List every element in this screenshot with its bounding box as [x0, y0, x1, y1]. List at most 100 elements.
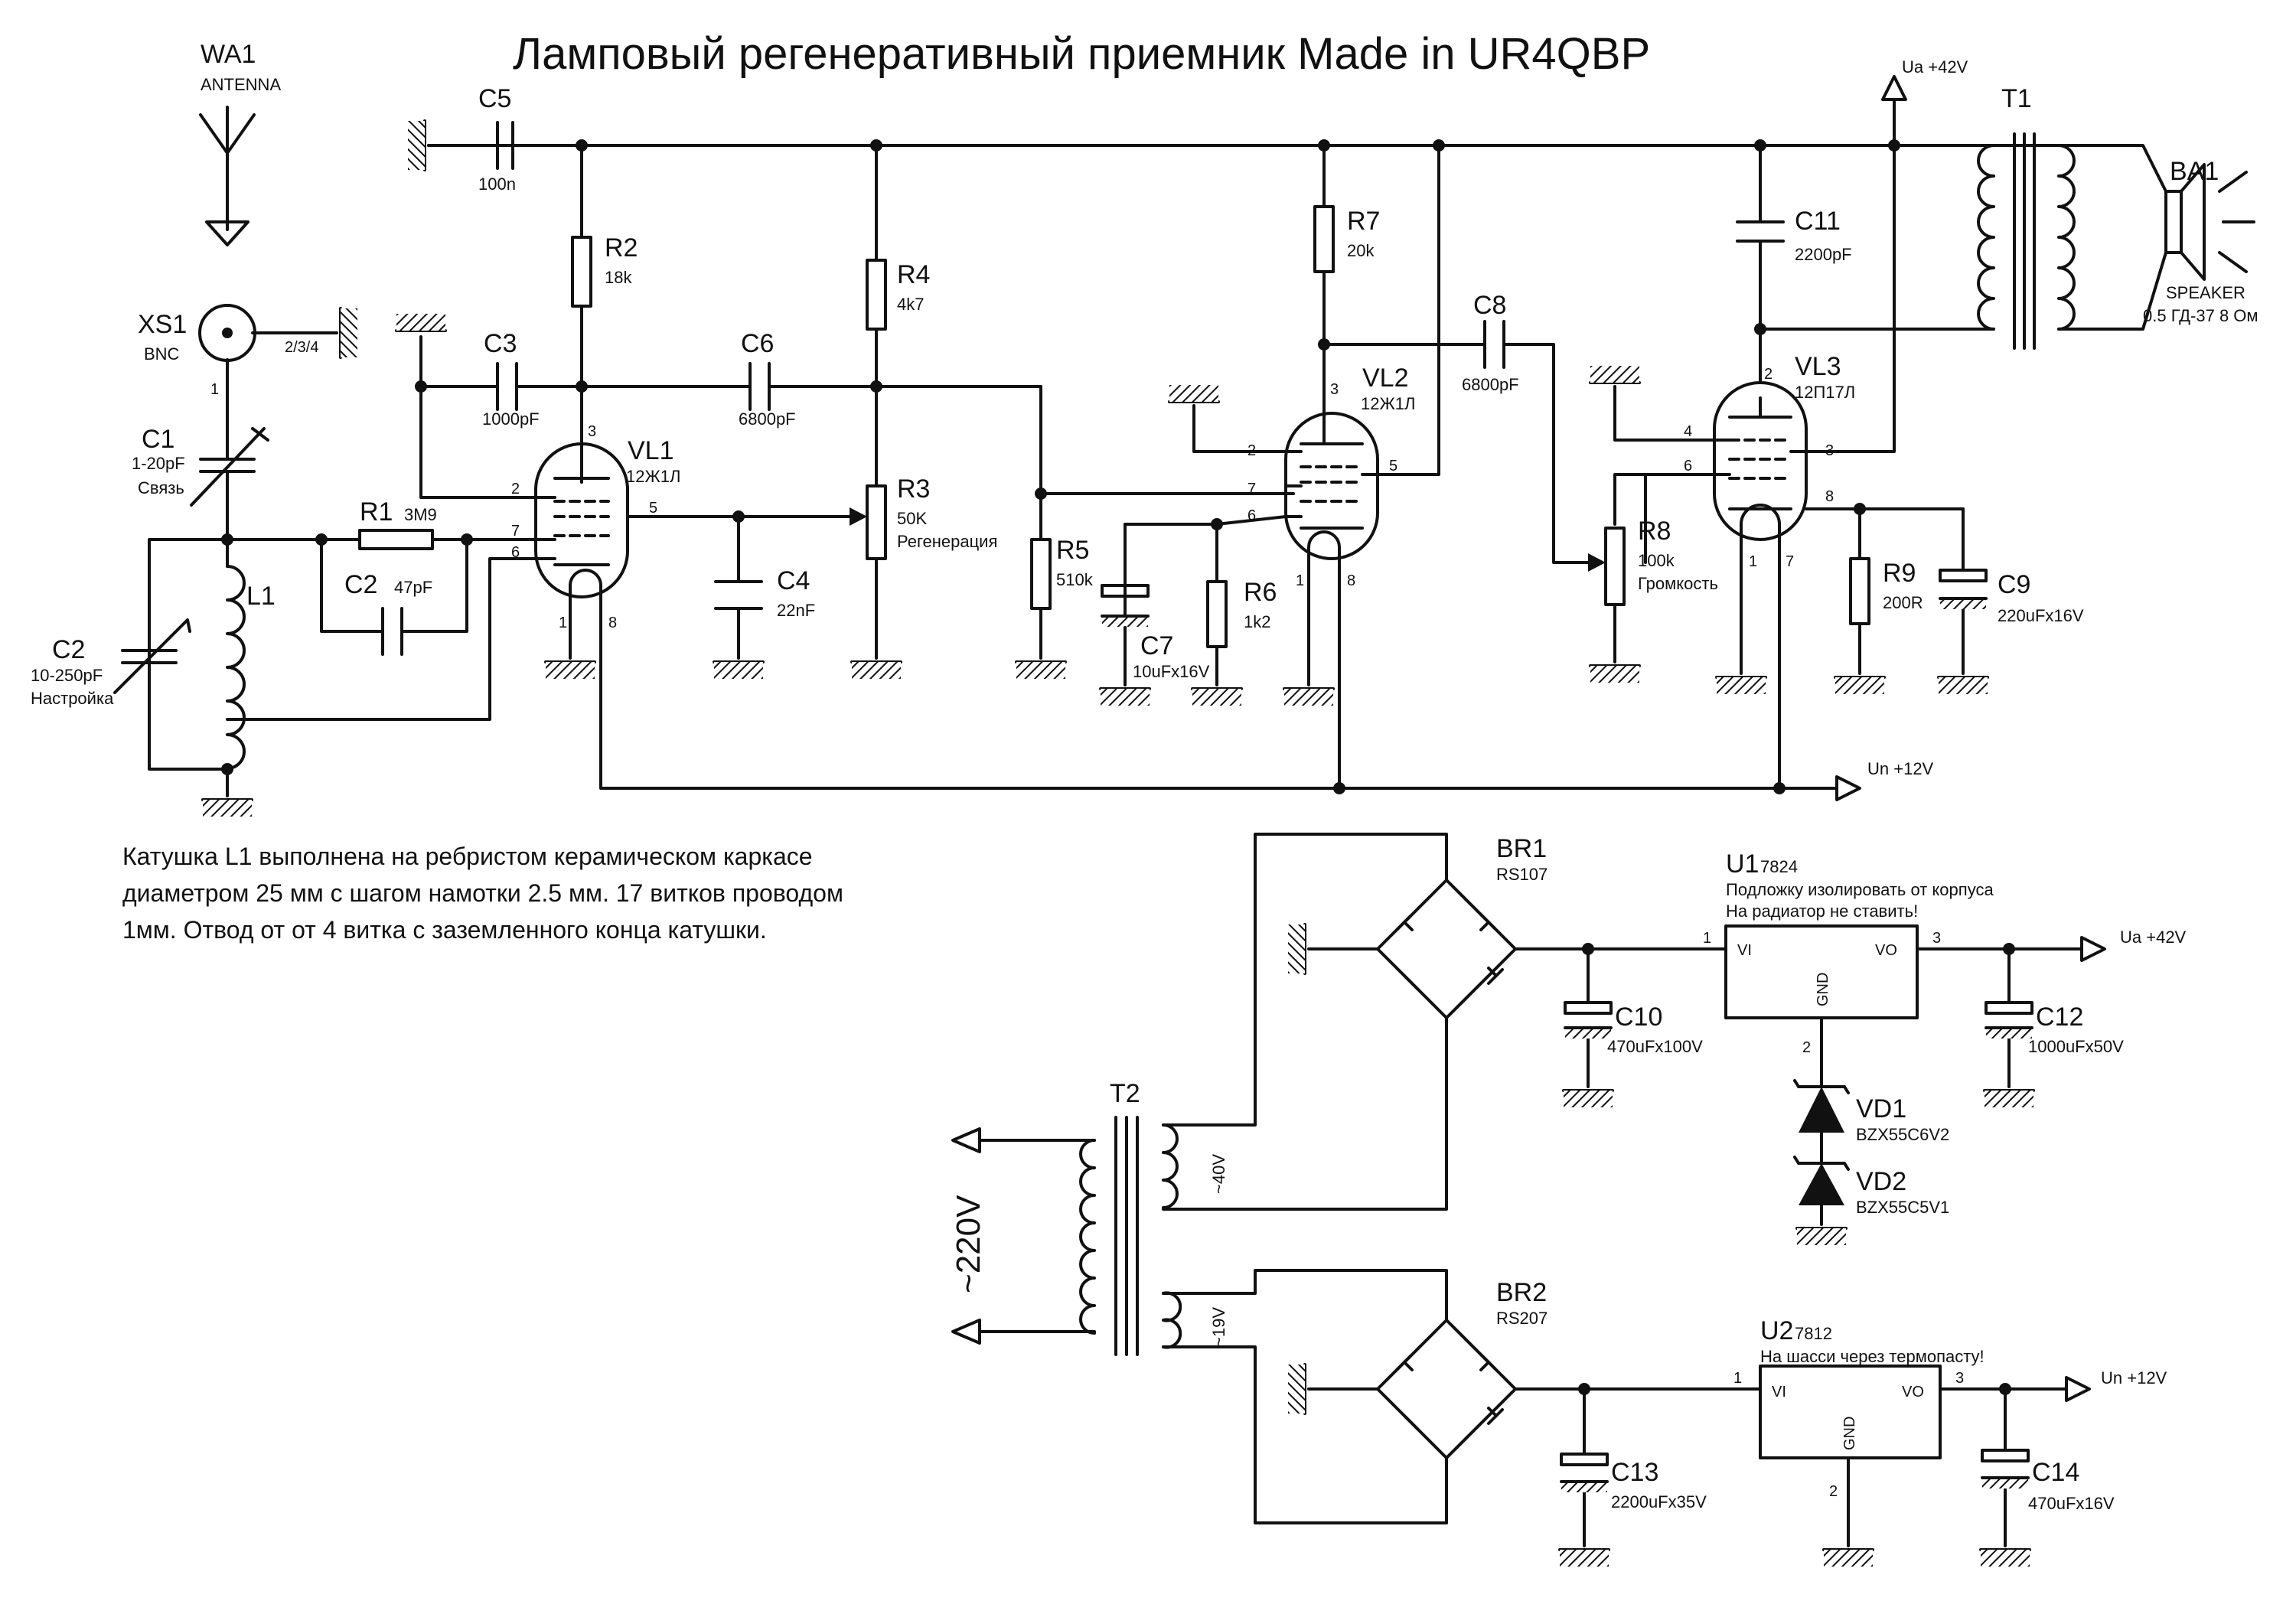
- resistor-r7: R7 20k: [1313, 205, 1380, 273]
- svg-text:20k: 20k: [1347, 241, 1375, 260]
- potentiometer-r8: R8 100k Громкость: [1588, 517, 1718, 606]
- svg-text:1k2: 1k2: [1244, 612, 1270, 631]
- svg-text:U2: U2: [1760, 1316, 1793, 1345]
- svg-text:220uFx16V: 220uFx16V: [1998, 606, 2084, 625]
- capacitor-c11: C11 2200pF: [1736, 207, 1852, 264]
- resistor-r9: R9 200R: [1849, 557, 1923, 625]
- regulator-u1: U1 7824 Подложку изолировать от корпуса …: [1703, 849, 1994, 1056]
- svg-text:1000uFx50V: 1000uFx50V: [2028, 1037, 2124, 1056]
- svg-text:7812: 7812: [1795, 1324, 1832, 1343]
- svg-text:3M9: 3M9: [404, 505, 437, 524]
- svg-text:L1: L1: [246, 582, 276, 611]
- svg-text:C14: C14: [2032, 1458, 2079, 1487]
- svg-text:5: 5: [649, 500, 657, 517]
- svg-text:7: 7: [1247, 481, 1256, 497]
- coil-note: Катушка L1 выполнена на ребристом керами…: [122, 843, 843, 944]
- svg-text:BZX55C6V2: BZX55C6V2: [1856, 1125, 1949, 1144]
- svg-text:R4: R4: [897, 260, 930, 289]
- potentiometer-r3: R3 50K Регенерация: [850, 474, 997, 560]
- svg-text:~19V: ~19V: [1209, 1307, 1228, 1347]
- svg-text:Катушка L1 выполнена на ребрис: Катушка L1 выполнена на ребристом керами…: [122, 843, 813, 870]
- svg-text:XS1: XS1: [138, 310, 187, 339]
- capacitor-c5: C5 100n: [406, 84, 516, 194]
- svg-text:R9: R9: [1883, 559, 1916, 588]
- svg-text:3: 3: [1955, 1370, 1964, 1387]
- svg-text:18k: 18k: [605, 268, 632, 287]
- transformer-t2: T2 ~220V ~40V ~19V: [950, 1079, 1228, 1356]
- rail-un-top: Un +12V: [1835, 759, 1934, 801]
- svg-text:VI: VI: [1772, 1384, 1786, 1400]
- svg-text:2200pF: 2200pF: [1795, 245, 1852, 264]
- svg-text:1-20pF: 1-20pF: [132, 454, 185, 473]
- svg-text:C8: C8: [1473, 291, 1506, 320]
- svg-text:R3: R3: [897, 474, 930, 504]
- rail-ua-psu: Ua +42V: [2080, 928, 2187, 962]
- capacitor-c13: C13 2200uFx35V: [1560, 1453, 1707, 1511]
- resistor-r1: R1 3M9: [358, 497, 437, 550]
- svg-text:10uFx16V: 10uFx16V: [1133, 662, 1210, 681]
- svg-text:1: 1: [1703, 930, 1711, 947]
- svg-text:3: 3: [1330, 381, 1339, 398]
- svg-text:100n: 100n: [478, 174, 516, 194]
- svg-text:10-250pF: 10-250pF: [31, 666, 103, 685]
- svg-text:3: 3: [588, 423, 596, 440]
- svg-text:4: 4: [1684, 423, 1692, 440]
- svg-text:100k: 100k: [1638, 551, 1675, 570]
- svg-text:6800pF: 6800pF: [739, 409, 796, 429]
- svg-text:C12: C12: [2036, 1003, 2083, 1032]
- svg-text:ANTENNA: ANTENNA: [201, 75, 281, 94]
- svg-text:Ua +42V: Ua +42V: [2120, 928, 2187, 947]
- svg-text:BZX55C5V1: BZX55C5V1: [1856, 1198, 1949, 1217]
- svg-text:2: 2: [1802, 1039, 1811, 1056]
- svg-text:1: 1: [559, 615, 567, 631]
- antenna-wa1: WA1 ANTENNA: [201, 40, 281, 246]
- svg-text:C2: C2: [344, 570, 377, 599]
- capacitor-c1: C1 1-20pF Связь: [132, 423, 269, 507]
- svg-text:~40V: ~40V: [1209, 1154, 1228, 1194]
- svg-text:22nF: 22nF: [777, 601, 815, 620]
- svg-text:C9: C9: [1998, 570, 2030, 599]
- svg-text:R2: R2: [605, 233, 638, 262]
- svg-text:Ua +42V: Ua +42V: [1902, 57, 1968, 77]
- capacitor-c6: C6 6800pF: [739, 329, 796, 429]
- capacitor-c14: C14 470uFx16V: [1981, 1449, 2115, 1513]
- svg-text:4k7: 4k7: [897, 295, 924, 314]
- svg-text:~220V: ~220V: [950, 1195, 987, 1293]
- svg-text:C11: C11: [1795, 207, 1841, 236]
- wiring-power: [978, 833, 2083, 1547]
- rail-un-psu: Un +12V: [2065, 1368, 2167, 1402]
- svg-text:2/3/4: 2/3/4: [285, 339, 318, 356]
- capacitor-c7: C7 10uFx16V: [1101, 523, 1210, 686]
- speaker-ba1: BA1 SPEAKER 0.5 ГД-37 8 Ом: [2143, 157, 2258, 325]
- svg-text:VL2: VL2: [1362, 364, 1409, 393]
- resistor-r2: R2 18k: [571, 233, 638, 308]
- svg-text:8: 8: [1347, 572, 1355, 589]
- svg-text:C4: C4: [777, 566, 810, 595]
- svg-text:Настройка: Настройка: [31, 689, 114, 708]
- tube-vl1: VL1 12Ж1Л 2 3 7 6 5 1 8: [511, 423, 680, 631]
- svg-text:VD2: VD2: [1856, 1167, 1906, 1196]
- resistor-r5: R5 510k: [1030, 536, 1094, 610]
- svg-text:8: 8: [1825, 488, 1834, 505]
- capacitor-c3: C3 1000pF: [395, 312, 540, 429]
- svg-text:C10: C10: [1615, 1003, 1662, 1032]
- svg-text:RS207: RS207: [1496, 1309, 1548, 1328]
- svg-text:U1: U1: [1726, 849, 1759, 879]
- svg-text:12Ж1Л: 12Ж1Л: [1361, 394, 1415, 413]
- svg-text:R7: R7: [1347, 207, 1380, 236]
- svg-text:200R: 200R: [1883, 593, 1923, 612]
- svg-text:47pF: 47pF: [394, 578, 432, 597]
- svg-text:1: 1: [210, 381, 219, 398]
- inductor-l1: L1: [226, 565, 276, 770]
- svg-text:3: 3: [1825, 442, 1834, 459]
- regulator-u2: U2 7812 На шасси через термопасту! VI VO…: [1733, 1316, 1985, 1500]
- svg-text:6: 6: [1247, 507, 1256, 524]
- svg-text:C7: C7: [1140, 631, 1173, 660]
- bridge-rectifier-br1: BR1 RS107: [1287, 834, 1548, 1019]
- svg-text:6: 6: [511, 544, 520, 561]
- svg-text:3: 3: [1932, 930, 1941, 947]
- svg-text:470uFx100V: 470uFx100V: [1607, 1037, 1703, 1056]
- svg-text:VO: VO: [1902, 1384, 1924, 1400]
- svg-text:Подложку изолировать от корпус: Подложку изолировать от корпуса: [1726, 880, 1994, 899]
- zener-vd1: VD1 BZX55C6V2: [1793, 1079, 1949, 1144]
